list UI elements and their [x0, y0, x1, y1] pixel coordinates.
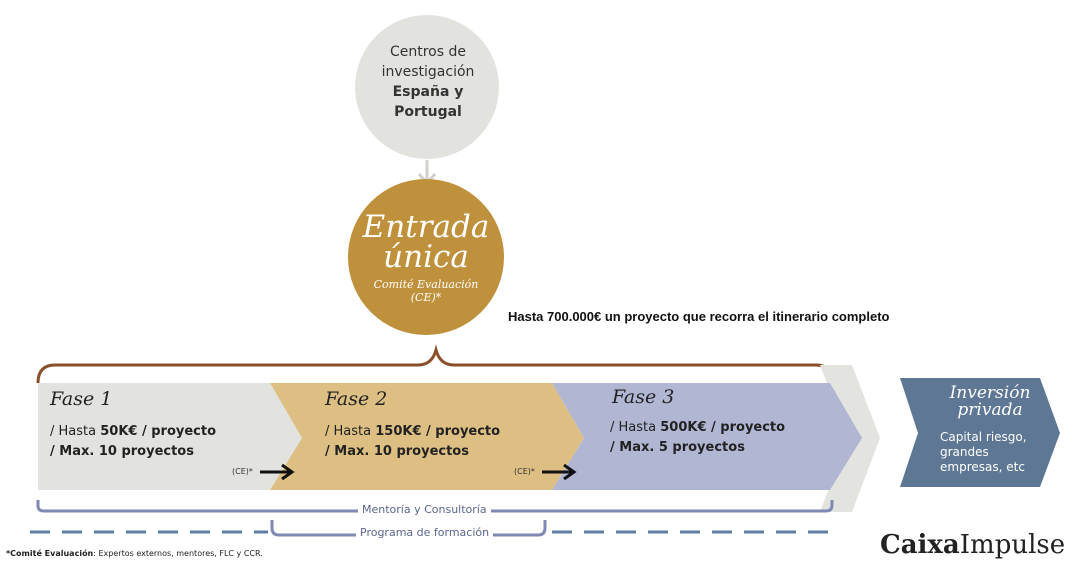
fase-2-line-2: / Max. 10 proyectos	[325, 444, 469, 459]
fase-1-title: Fase 1	[50, 388, 113, 410]
top-brace	[36, 344, 834, 384]
fase-3-block	[552, 383, 862, 490]
research-line-2: investigación	[381, 64, 475, 80]
research-circle	[355, 15, 499, 159]
inversion-title-2: privada	[957, 400, 1023, 420]
entrada-title-1: Entrada	[362, 209, 490, 245]
inversion-title-1: Inversión	[949, 383, 1031, 403]
entrada-circle	[348, 179, 504, 335]
logo-part-1: Caixa	[880, 530, 960, 560]
logo-part-2: Impulse	[959, 530, 1066, 560]
fase-1-line-2: / Max. 10 proyectos	[50, 444, 194, 459]
fase-1-line-1: / Hasta 50K€ / proyecto	[50, 424, 217, 439]
inversion-text-2: grandes	[940, 445, 989, 459]
fase-3-title: Fase 3	[612, 386, 675, 408]
entrada-subtitle: Comité Evaluación (CE)*	[355, 278, 497, 304]
fase-1-block	[38, 383, 302, 490]
caixaimpulse-logo: CaixaImpulse	[880, 530, 1065, 560]
inversion-text: Capital riesgo, grandes empresas, etc	[940, 430, 1050, 475]
ce-arrow-1-icon	[260, 463, 295, 481]
headline: Hasta 700.000€ un proyecto que recorra e…	[508, 309, 890, 324]
research-line-3: España y	[392, 84, 464, 100]
entrada-sub-2: (CE)*	[410, 291, 442, 304]
research-centers-label: Centros de investigación España y Portug…	[358, 42, 498, 122]
ce-label-1: (CE)*	[232, 467, 253, 476]
entrada-title-2: única	[383, 239, 469, 275]
inversion-text-1: Capital riesgo,	[940, 430, 1027, 444]
programa-label: Programa de formación	[356, 526, 494, 539]
ce-label-2: (CE)*	[514, 467, 535, 476]
ce-arrow-2-icon	[542, 463, 577, 481]
inversion-title: Inversión privada	[930, 385, 1050, 419]
mentoria-label: Mentoría y Consultoría	[358, 503, 491, 516]
inversion-block	[900, 378, 1060, 487]
research-line-1: Centros de	[389, 44, 466, 60]
entrada-title: Entrada única	[345, 209, 507, 275]
inversion-text-3: empresas, etc	[940, 460, 1025, 474]
research-line-4: Portugal	[394, 104, 462, 120]
fase-3-line-1: / Hasta 500K€ / proyecto	[610, 420, 786, 435]
footnote-rest: : Expertos externos, mentores, FLC y CCR…	[93, 549, 263, 558]
fase-2-block	[270, 383, 584, 490]
fase-3-line-2: / Max. 5 proyectos	[610, 440, 745, 455]
fase-2-title: Fase 2	[325, 388, 388, 410]
footnote: *Comité Evaluación: Expertos externos, m…	[6, 549, 263, 558]
fase-2-line-1: / Hasta 150K€ / proyecto	[325, 424, 501, 439]
entrada-sub-1: Comité Evaluación	[373, 278, 479, 291]
footnote-bold: *Comité Evaluación	[6, 549, 94, 558]
